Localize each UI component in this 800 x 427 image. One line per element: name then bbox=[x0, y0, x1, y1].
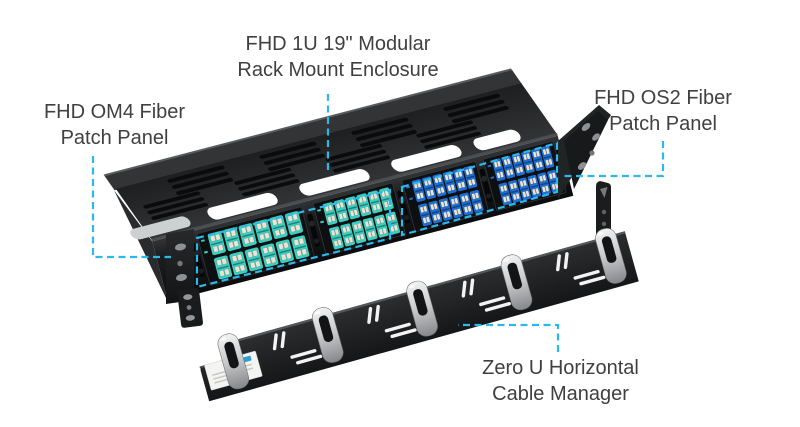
callout-box-om4 bbox=[195, 188, 392, 289]
label-cable-manager-line2: Cable Manager bbox=[492, 383, 629, 405]
label-enclosure-line1: FHD 1U 19" Modular bbox=[245, 33, 431, 55]
label-os2-panel: FHD OS2 Fiber Patch Panel bbox=[550, 85, 776, 137]
callout-line-cable-manager bbox=[458, 323, 560, 352]
os2-port-grid bbox=[406, 145, 561, 228]
label-cable-manager: Zero U Horizontal Cable Manager bbox=[448, 355, 673, 407]
callout-line-os2 bbox=[561, 141, 665, 178]
enclosure-top-surface bbox=[103, 68, 558, 241]
label-enclosure-line2: Rack Mount Enclosure bbox=[237, 59, 439, 81]
vent-slots bbox=[143, 93, 509, 220]
enclosure-left-gusset bbox=[114, 190, 169, 303]
callout-lines bbox=[91, 94, 665, 352]
top-cutouts bbox=[130, 129, 521, 240]
label-om4-line2: Patch Panel bbox=[60, 127, 169, 149]
rack-mount-enclosure bbox=[103, 68, 574, 303]
label-cable-manager-line1: Zero U Horizontal bbox=[482, 357, 639, 379]
om4-port-grid bbox=[200, 187, 400, 282]
label-enclosure: FHD 1U 19" Modular Rack Mount Enclosure bbox=[193, 31, 483, 83]
cable-manager-left-bracket bbox=[177, 288, 204, 328]
callout-box-os2 bbox=[400, 141, 559, 237]
cable-clips bbox=[217, 228, 627, 390]
label-om4-line1: FHD OM4 Fiber bbox=[43, 101, 186, 123]
label-os2-line2: Patch Panel bbox=[609, 113, 717, 135]
enclosure-left-ear bbox=[166, 229, 194, 304]
label-om4-panel: FHD OM4 Fiber Patch Panel bbox=[2, 99, 227, 151]
callout-line-om4 bbox=[91, 156, 171, 259]
cable-manager bbox=[199, 228, 639, 402]
label-os2-line1: FHD OS2 Fiber bbox=[594, 87, 732, 109]
cable-manager-slots bbox=[272, 252, 606, 365]
